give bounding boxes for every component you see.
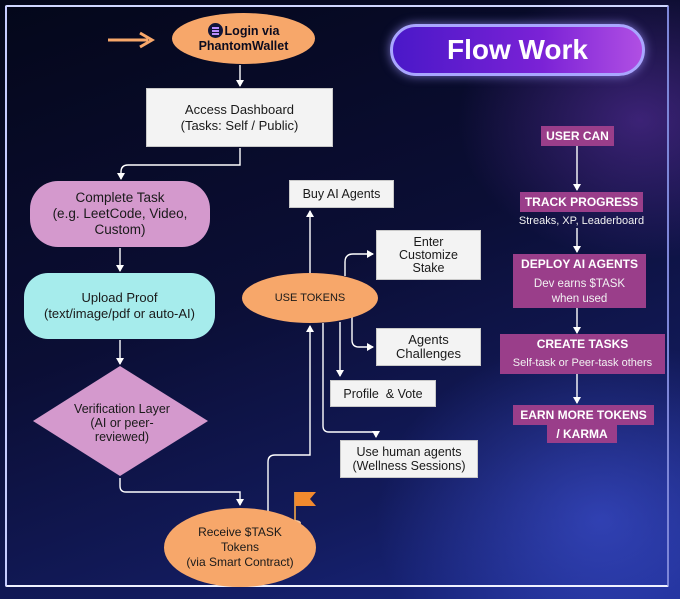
profile-vote-node: Profile & Vote (330, 380, 436, 407)
complete-task-node: Complete Task(e.g. LeetCode, Video,Custo… (30, 181, 210, 247)
login-line1: Login via (224, 24, 280, 38)
edge-receive-use (267, 325, 314, 512)
deploy-sub2: when used (551, 293, 608, 305)
task-line1: Complete Task (75, 190, 165, 205)
dashboard-line1: Access Dashboard (184, 101, 295, 117)
task-line2: (e.g. LeetCode, Video, (52, 206, 188, 221)
login-node: Login via PhantomWallet (172, 13, 315, 64)
border-frame (5, 5, 669, 587)
create-tasks-sub: Self-task or Peer-task others (512, 357, 653, 369)
agents-line1: Agents (408, 332, 449, 347)
agents-line2: Challenges (395, 346, 462, 361)
earn-more-label: EARN MORE TOKENS (513, 405, 654, 425)
human-agents-node: Use human agents(Wellness Sessions) (340, 440, 478, 478)
buy-ai-agents-node: Buy AI Agents (289, 180, 394, 208)
verification-diamond (33, 366, 208, 476)
edge-use-stake (344, 250, 374, 276)
receive-line1: Receive $TASK (198, 525, 282, 539)
human-line1: Use human agents (356, 445, 462, 459)
deploy-agents-box: Dev earns $TASK when used (513, 274, 646, 308)
phantom-logo-icon (207, 23, 223, 38)
proof-line2: (text/image/pdf or auto-AI) (43, 306, 195, 321)
verif-line2: (AI or peer- (90, 416, 154, 430)
use-tokens-node: USE TOKENS (242, 273, 378, 323)
proof-line1: Upload Proof (81, 290, 158, 305)
edge-verif-receive (119, 478, 244, 506)
edge-use-agents (351, 312, 374, 351)
start-arrow-head (139, 31, 155, 49)
track-progress-label: TRACK PROGRESS (520, 192, 643, 212)
edge-use-human (322, 323, 380, 438)
verif-line1: Verification Layer (74, 402, 170, 416)
create-tasks-label: CREATE TASKS (500, 334, 665, 374)
track-progress-sub: Streaks, XP, Leaderboard (518, 215, 645, 227)
deploy-sub1: Dev earns $TASK (533, 278, 626, 290)
stake-line2: Customize (398, 247, 459, 262)
edge-dashboard-task (117, 148, 241, 180)
verification-node: Verification Layer(AI or peer-reviewed) (33, 366, 211, 476)
receive-line2: Tokens (220, 540, 259, 554)
upload-proof-node: Upload Proof(text/image/pdf or auto-AI) (24, 273, 215, 339)
dashboard-node: Access Dashboard(Tasks: Self / Public) (146, 88, 333, 147)
earn-karma-label: / KARMA (547, 425, 617, 443)
verif-line3: reviewed) (94, 430, 150, 444)
page-title: Flow Work (390, 24, 645, 76)
user-can-label: USER CAN (541, 126, 614, 146)
login-line2: PhantomWallet (198, 39, 289, 53)
stake-line3: Stake (412, 260, 445, 275)
receive-line3: (via Smart Contract) (186, 555, 294, 569)
deploy-agents-label: DEPLOY AI AGENTS (513, 254, 646, 274)
stake-line1: Enter (413, 234, 444, 249)
human-line2: (Wellness Sessions) (352, 459, 466, 473)
dashboard-line2: (Tasks: Self / Public) (180, 117, 299, 133)
task-line3: Custom) (94, 222, 146, 237)
